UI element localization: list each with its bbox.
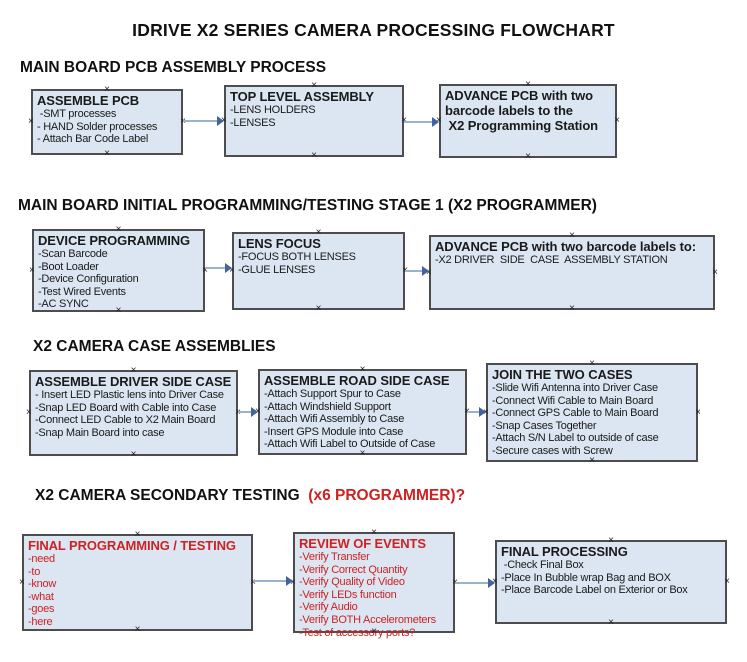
flow-box-advance-pcb-programming-station: ADVANCE PCB with two barcode labels to t…	[436, 80, 620, 162]
flow-box-top-level-assembly: TOP LEVEL ASSEMBLY -LENS HOLDERS -LENSES…	[221, 81, 407, 161]
flow-arrow-r4-2	[455, 578, 495, 588]
arrow-line	[253, 580, 288, 582]
box-title: ADVANCE PCB with two barcode labels to:	[435, 239, 696, 254]
box-title: ADVANCE PCB with two barcode labels to t…	[445, 88, 599, 133]
flow-arrow-r1-1	[183, 116, 224, 126]
connection-marker-icon: ×	[130, 449, 137, 460]
section-heading-secondary-testing-red: (x6 PROGRAMMER)?	[304, 487, 466, 504]
connection-marker-icon: ×	[608, 617, 614, 628]
arrow-line	[467, 411, 481, 413]
arrow-head-icon	[286, 576, 293, 586]
arrow-head-icon	[432, 117, 439, 127]
section-heading-case-assemblies: X2 CAMERA CASE ASSEMBLIES	[33, 338, 276, 355]
box-items: -Slide Wifi Antenna into Driver Case -Co…	[492, 382, 659, 457]
flow-arrow-r3-2	[467, 407, 486, 417]
box-title: REVIEW OF EVENTS	[299, 536, 426, 551]
box-title: ASSEMBLE ROAD SIDE CASE	[264, 373, 450, 388]
arrow-head-icon	[422, 266, 429, 276]
flow-box-review-of-events: REVIEW OF EVENTS -Verify Transfer -Verif…	[290, 528, 458, 639]
box-title: FINAL PROGRAMMING / TESTING	[28, 538, 236, 553]
arrow-line	[183, 120, 219, 122]
connection-marker-icon: ×	[19, 576, 25, 588]
box-title: LENS FOCUS	[238, 236, 321, 251]
box-items: -Check Final Box -Place In Bubble wrap B…	[501, 559, 688, 597]
box-title: DEVICE PROGRAMMING	[38, 233, 191, 248]
flow-arrow-r4-1	[253, 576, 293, 586]
flow-box-assemble-driver-side-case: ASSEMBLE DRIVER SIDE CASE - Insert LED P…	[26, 366, 241, 460]
box-items: -Scan Barcode -Boot Loader -Device Confi…	[38, 248, 139, 311]
box-title: ASSEMBLE DRIVER SIDE CASE	[35, 374, 232, 389]
flow-arrow-r1-2	[404, 117, 439, 127]
flow-box-assemble-pcb: ASSEMBLE PCB -SMT processes - HAND Solde…	[28, 85, 186, 159]
connection-marker-icon: ×	[311, 150, 317, 161]
connection-marker-icon: ×	[569, 303, 575, 314]
box-title: JOIN THE TWO CASES	[492, 367, 633, 382]
section-heading-initial-programming: MAIN BOARD INITIAL PROGRAMMING/TESTING S…	[18, 197, 597, 214]
arrow-line	[455, 582, 490, 584]
arrow-head-icon	[479, 407, 486, 417]
box-items: -LENS HOLDERS -LENSES	[230, 104, 316, 129]
box-items: -Verify Transfer -Verify Correct Quantit…	[299, 551, 436, 639]
box-items: -need -to -know -what -goes -here	[28, 553, 57, 628]
flow-arrow-r3-1	[238, 407, 258, 417]
box-items: -FOCUS BOTH LENSES -GLUE LENSES	[238, 251, 356, 276]
flow-box-final-programming-testing: FINAL PROGRAMMING / TESTING -need -to -k…	[19, 530, 256, 635]
section-heading-secondary-testing: X2 CAMERA SECONDARY TESTING (x6 PROGRAMM…	[35, 487, 465, 505]
box-items: -SMT processes - HAND Solder processes -…	[37, 108, 158, 146]
connection-marker-icon: ×	[28, 116, 34, 127]
connection-marker-icon: ×	[695, 406, 701, 418]
box-title: FINAL PROCESSING	[501, 544, 628, 559]
arrow-head-icon	[488, 578, 495, 588]
arrow-line	[404, 121, 434, 123]
flow-box-device-programming: DEVICE PROGRAMMING -Scan Barcode -Boot L…	[29, 225, 208, 316]
connection-marker-icon: ×	[712, 266, 718, 278]
section-heading-pcb-assembly: MAIN BOARD PCB ASSEMBLY PROCESS	[20, 59, 327, 76]
arrow-line	[238, 411, 253, 413]
flow-arrow-r2-2	[405, 266, 429, 276]
connection-marker-icon: ×	[614, 115, 620, 126]
arrow-head-icon	[225, 263, 232, 273]
box-title: TOP LEVEL ASSEMBLY	[230, 89, 374, 104]
connection-marker-icon: ×	[29, 264, 35, 276]
connection-marker-icon: ×	[26, 407, 32, 418]
page-title: IDRIVE X2 SERIES CAMERA PROCESSING FLOWC…	[132, 20, 615, 40]
arrow-head-icon	[217, 116, 224, 126]
connection-marker-icon: ×	[525, 151, 531, 162]
arrow-line	[405, 270, 424, 272]
flow-box-advance-pcb-driver-side: ADVANCE PCB with two barcode labels to: …	[426, 231, 718, 314]
flow-box-join-the-two-cases: JOIN THE TWO CASES -Slide Wifi Antenna i…	[483, 359, 701, 466]
connection-marker-icon: ×	[315, 303, 322, 314]
arrow-line	[205, 267, 227, 269]
flow-arrow-r2-1	[205, 263, 232, 273]
flow-box-lens-focus: LENS FOCUS -FOCUS BOTH LENSES -GLUE LENS…	[229, 228, 408, 314]
box-items: - Insert LED Plastic lens into Driver Ca…	[35, 389, 224, 439]
flow-box-final-processing: FINAL PROCESSING -Check Final Box -Place…	[492, 536, 730, 628]
box-items: -Attach Support Spur to Case -Attach Win…	[264, 388, 436, 451]
box-title: ASSEMBLE PCB	[37, 93, 140, 108]
connection-marker-icon: ×	[724, 576, 730, 587]
arrow-head-icon	[251, 407, 258, 417]
box-items: -X2 DRIVER SIDE CASE ASSEMBLY STATION	[435, 254, 668, 266]
section-heading-secondary-testing-black: X2 CAMERA SECONDARY TESTING	[35, 487, 304, 504]
flow-box-assemble-road-side-case: ASSEMBLE ROAD SIDE CASE -Attach Support …	[255, 365, 470, 459]
connection-marker-icon: ×	[104, 148, 110, 159]
